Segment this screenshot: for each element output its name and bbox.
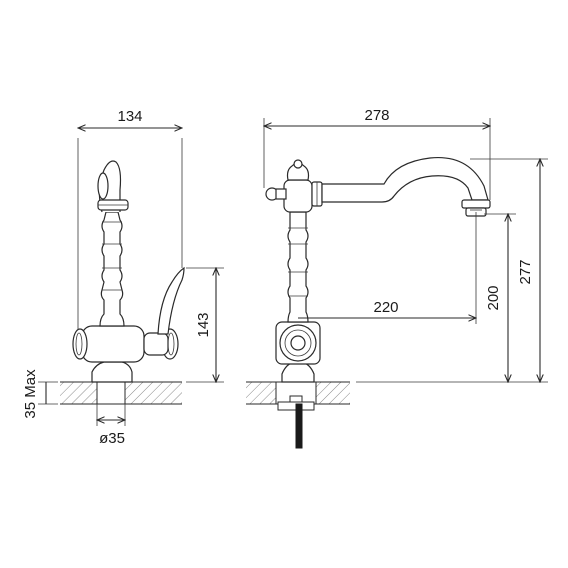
side-base	[91, 361, 133, 383]
side-mounting-shank	[96, 381, 126, 405]
supply-hose	[295, 403, 303, 449]
side-left-knob-inner	[75, 332, 83, 356]
dim-label-front-width: 278	[364, 107, 389, 124]
dim-label-total-height: 277	[517, 259, 534, 284]
front-upper-hub	[283, 179, 313, 213]
front-base	[281, 361, 315, 383]
dim-label-handle-height: 143	[195, 312, 212, 337]
side-body	[81, 325, 145, 363]
front-column	[287, 211, 309, 323]
dim-label-spout-reach: 220	[373, 299, 398, 316]
side-view: 134 143 35 Max ø35	[22, 108, 224, 447]
dim-label-hole-diameter: ø35	[99, 430, 125, 447]
front-aerator	[461, 199, 491, 209]
front-spout	[321, 156, 489, 203]
front-cartridge-center	[290, 335, 306, 351]
dim-label-side-width: 134	[117, 108, 142, 125]
front-view: 278 220 200 277	[246, 107, 548, 449]
lever-handle	[157, 266, 185, 335]
side-handle-hub	[143, 332, 169, 356]
dim-label-spout-height: 200	[485, 285, 502, 310]
side-spout-ring	[97, 172, 109, 200]
dim-label-deck-thickness: 35 Max	[22, 369, 39, 419]
side-column	[99, 211, 125, 327]
